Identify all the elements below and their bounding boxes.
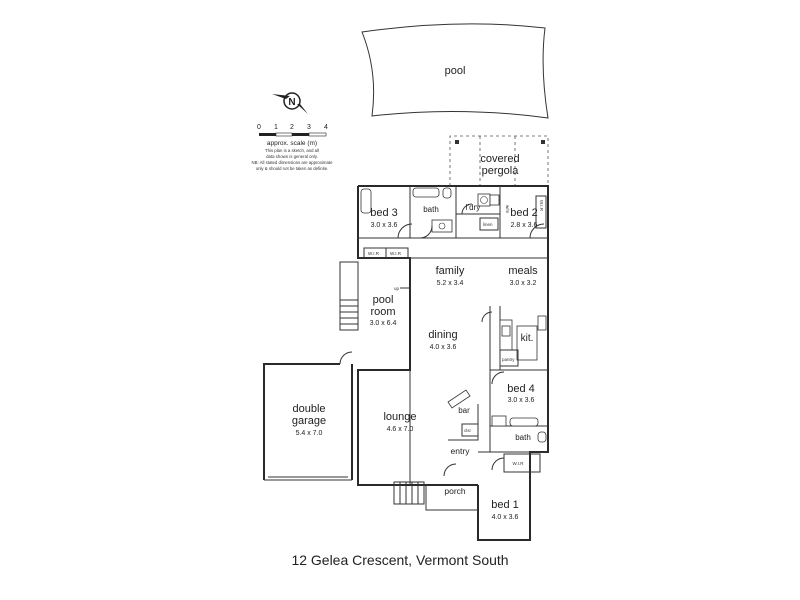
family-label: family bbox=[436, 265, 465, 277]
bed1-robe bbox=[503, 453, 541, 473]
pergola-post bbox=[455, 140, 459, 144]
linen-label: linen bbox=[483, 222, 493, 227]
dining-label: dining bbox=[428, 329, 457, 341]
linen-cupboard bbox=[479, 217, 499, 231]
pergola-label-2: pergola bbox=[482, 165, 520, 177]
up-label: up bbox=[394, 286, 400, 291]
pergola-label-1: covered bbox=[480, 153, 519, 165]
scale-note-line: This plan is a sketch, and all bbox=[265, 148, 319, 153]
pool-room-dims: 3.0 x 6.4 bbox=[370, 320, 397, 327]
stairs-left: up bbox=[339, 261, 410, 331]
bath-lower-label: bath bbox=[515, 433, 531, 442]
bathtub-icon bbox=[412, 187, 440, 198]
pantry-cupboard bbox=[499, 349, 519, 367]
sink-icon bbox=[501, 325, 511, 337]
pool-label: pool bbox=[445, 65, 466, 77]
lounge-dims: 4.6 x 7.0 bbox=[387, 426, 414, 433]
wir-label: W.I.R bbox=[368, 251, 380, 256]
scale-note-line: data shown is general only. bbox=[266, 154, 318, 159]
laundry-label: l'dry bbox=[466, 203, 480, 212]
laundry-tub-icon bbox=[489, 194, 500, 206]
scale-tick-0: 0 bbox=[257, 124, 261, 131]
kitchen-island bbox=[516, 325, 538, 361]
double-garage: double garage 5.4 x 7.0 bbox=[263, 351, 353, 481]
scale-bar: 0 1 2 3 4 approx. scale (m) This plan is… bbox=[252, 124, 334, 171]
compass: N bbox=[272, 92, 308, 114]
clsr-label: clsr bbox=[464, 428, 471, 433]
scale-segment bbox=[292, 133, 309, 136]
bathtub-icon bbox=[360, 188, 372, 214]
pergola-boundary bbox=[449, 135, 549, 186]
bed1-label: bed 1 bbox=[491, 499, 519, 511]
kitchen: pantry kit. bbox=[481, 306, 547, 370]
laundry-fixtures: w/m bbox=[477, 193, 510, 214]
dining-dims: 4.0 x 3.6 bbox=[430, 344, 457, 351]
property-address: 12 Gelea Crescent, Vermont South bbox=[291, 552, 509, 568]
bar-label: bar bbox=[458, 406, 470, 415]
covered-pergola: covered pergola bbox=[449, 135, 549, 186]
wir-label: W.I.R bbox=[539, 200, 544, 212]
bed3-dims: 3.0 x 3.6 bbox=[371, 222, 398, 229]
garage-dims: 5.4 x 7.0 bbox=[296, 430, 323, 437]
scale-segment bbox=[259, 133, 276, 136]
toilet-icon bbox=[537, 431, 547, 443]
washing-machine-drum-icon bbox=[480, 196, 488, 204]
scale-tick-3: 3 bbox=[307, 124, 311, 131]
front-steps bbox=[393, 481, 425, 505]
family-dims: 5.2 x 3.4 bbox=[437, 280, 464, 287]
meals-dims: 3.0 x 3.2 bbox=[510, 280, 537, 287]
pool-room-label-1: pool bbox=[373, 294, 394, 306]
porch-label: porch bbox=[444, 486, 466, 496]
bed2-robe bbox=[535, 195, 547, 229]
bath-upper-label: bath bbox=[423, 205, 439, 214]
wir-label: W.I.R bbox=[513, 461, 525, 466]
basin-icon bbox=[438, 222, 446, 230]
pool-outline bbox=[361, 23, 549, 119]
scale-note-line: NB: All stated dimensions are approximat… bbox=[252, 160, 334, 165]
garage-label-1: double bbox=[292, 403, 325, 415]
vanity-icon bbox=[431, 219, 453, 233]
upper-wing-walls bbox=[358, 186, 548, 259]
scale-tick-4: 4 bbox=[324, 124, 328, 131]
lounge-label: lounge bbox=[383, 411, 416, 423]
bath-lower-fixtures: bath bbox=[491, 415, 547, 443]
bar-counter bbox=[447, 389, 471, 409]
meals-label: meals bbox=[508, 265, 538, 277]
scale-segment bbox=[308, 132, 327, 137]
bed3-label: bed 3 bbox=[370, 207, 398, 219]
bed2-dims: 2.8 x 3.6 bbox=[511, 222, 538, 229]
porch: porch bbox=[393, 481, 478, 511]
pergola-post bbox=[541, 140, 545, 144]
scale-tick-2: 2 bbox=[290, 124, 294, 131]
entry-label: entry bbox=[451, 446, 471, 456]
cooktop-icon bbox=[537, 315, 547, 331]
bed4-label: bed 4 bbox=[507, 383, 535, 395]
door-swings-upper bbox=[397, 203, 545, 239]
bathtub-icon bbox=[509, 417, 539, 427]
toilet-icon bbox=[442, 187, 452, 199]
scale-note-line: only & should not be taken as definite. bbox=[256, 166, 329, 171]
garage-label-2: garage bbox=[292, 415, 326, 427]
closet bbox=[461, 423, 479, 437]
scale-caption: approx. scale (m) bbox=[267, 140, 317, 147]
scale-tick-1: 1 bbox=[274, 124, 278, 131]
bed1-dims: 4.0 x 3.6 bbox=[492, 514, 519, 521]
wir-label: W.I.R bbox=[390, 251, 402, 256]
vanity-icon bbox=[491, 415, 507, 427]
kitchen-label: kit. bbox=[521, 333, 534, 344]
compass-letter: N bbox=[288, 97, 295, 108]
bed2-label: bed 2 bbox=[510, 207, 538, 219]
bed4-dims: 3.0 x 3.6 bbox=[508, 397, 535, 404]
pool-room-label-2: room bbox=[370, 306, 395, 318]
scale-segment bbox=[275, 132, 293, 137]
pantry-label: pantry bbox=[502, 357, 515, 362]
lounge: bar clsr lounge 4.6 x 7.0 bbox=[383, 389, 479, 441]
wm-label: w/m bbox=[505, 205, 510, 214]
